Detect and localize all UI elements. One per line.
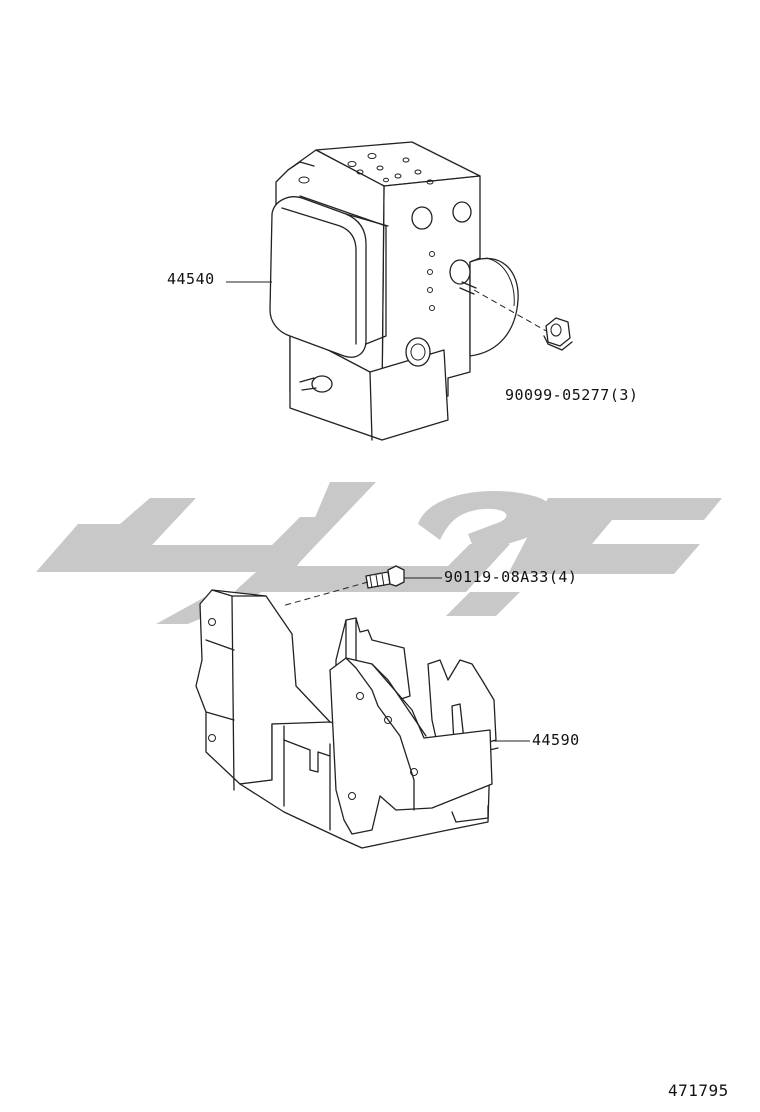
bolt-illustration [365, 565, 405, 589]
watermark-logo [36, 482, 722, 624]
abs-actuator-illustration [269, 141, 519, 441]
part-number-90119-label: 90119-08A33(4) [444, 568, 578, 586]
flange-nut-illustration [543, 317, 573, 351]
part-number-44540-label: 44540 [167, 270, 215, 288]
bracket-illustration [195, 589, 499, 849]
illustration-number: 471795 [668, 1081, 729, 1100]
part-number-90099-label: 90099-05277(3) [505, 386, 639, 404]
part-number-44590-label: 44590 [532, 731, 580, 749]
top-port-holes [347, 153, 434, 185]
